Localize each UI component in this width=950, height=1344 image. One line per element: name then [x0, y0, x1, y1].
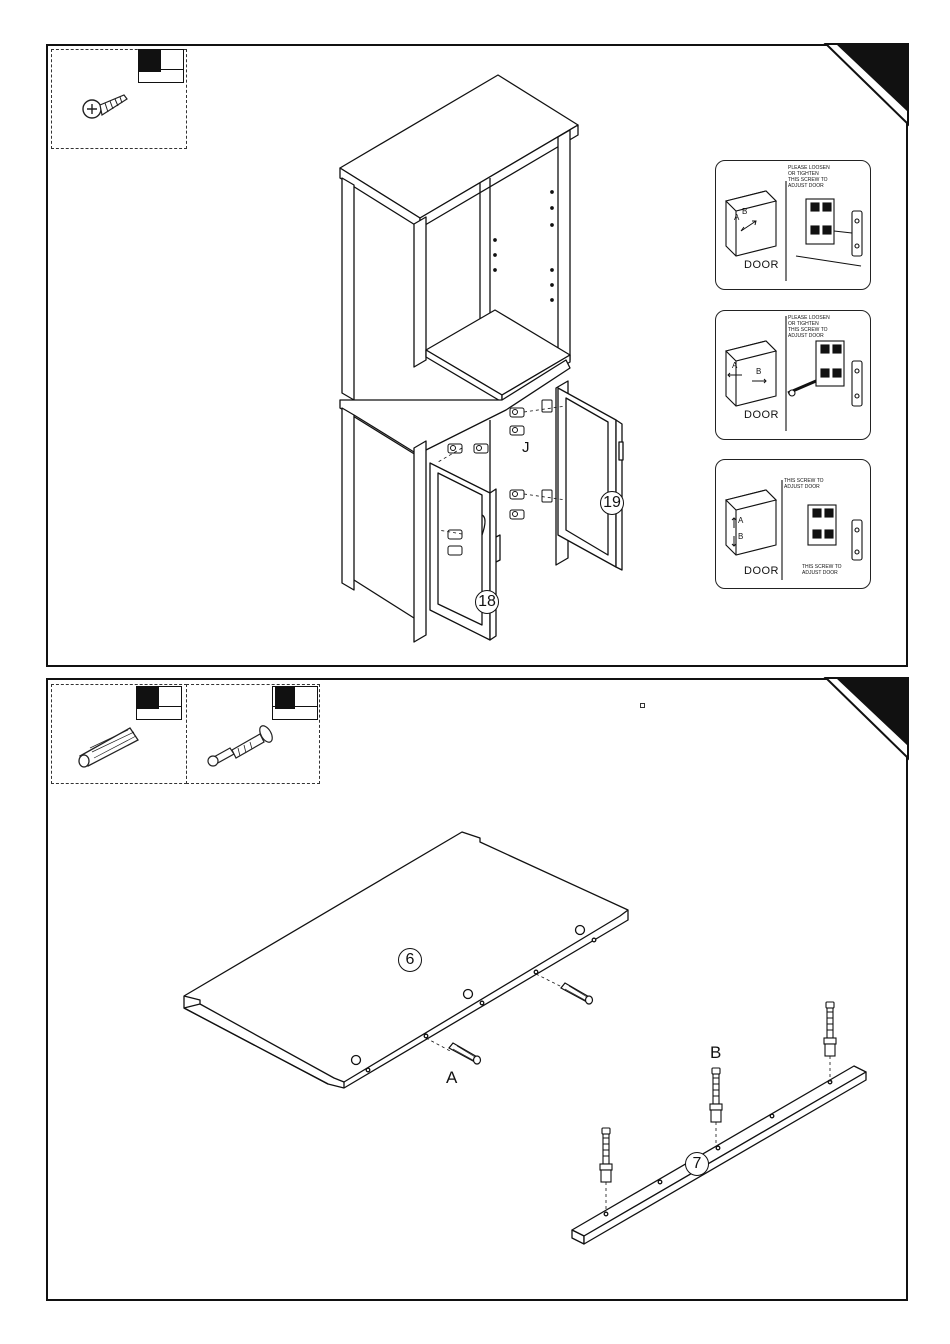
quantity-box	[272, 686, 318, 720]
door-adjust-inset-2: PLEASE LOOSEN OR TIGHTEN THIS SCREW TO A…	[715, 310, 871, 440]
screw-icon	[80, 85, 132, 125]
cabinet-illustration	[330, 70, 660, 650]
step-corner-tab-2	[826, 678, 910, 762]
quantity-box	[136, 686, 182, 720]
speck	[640, 703, 645, 708]
door-adjust-inset-1: PLEASE LOOSEN OR TIGHTEN THIS SCREW TO A…	[715, 160, 871, 290]
quantity-box	[138, 49, 184, 83]
callout-left-door: 18	[475, 590, 499, 614]
cam-bolt-insert-1	[596, 1126, 616, 1216]
adjust-note-2: THIS SCREW TO ADJUST DOOR	[802, 564, 844, 576]
callout-right-door: 19	[600, 491, 624, 515]
cam-bolt-insert-2	[706, 1066, 726, 1156]
adjust-note: THIS SCREW TO ADJUST DOOR	[784, 478, 826, 490]
door-adjust-inset-3: THIS SCREW TO ADJUST DOOR THIS SCREW TO …	[715, 459, 871, 589]
dowel-insert-1	[445, 1040, 485, 1070]
callout-board: 6	[398, 948, 422, 972]
step-corner-tab-1	[826, 44, 910, 128]
label-cam-bolt: B	[710, 1043, 721, 1063]
door-label: DOOR	[744, 259, 779, 271]
cam-bolt-icon	[202, 718, 282, 774]
dowel-insert-2	[557, 980, 597, 1010]
adjust-note: PLEASE LOOSEN OR TIGHTEN THIS SCREW TO A…	[788, 165, 830, 189]
door-label: DOOR	[744, 409, 779, 421]
label-dowel: A	[446, 1068, 457, 1088]
door-label: DOOR	[744, 565, 779, 577]
part-label-j: J	[522, 439, 530, 456]
dowel-icon	[74, 722, 144, 770]
adjust-note: PLEASE LOOSEN OR TIGHTEN THIS SCREW TO A…	[788, 315, 830, 339]
cam-bolt-insert-3	[820, 1000, 840, 1090]
